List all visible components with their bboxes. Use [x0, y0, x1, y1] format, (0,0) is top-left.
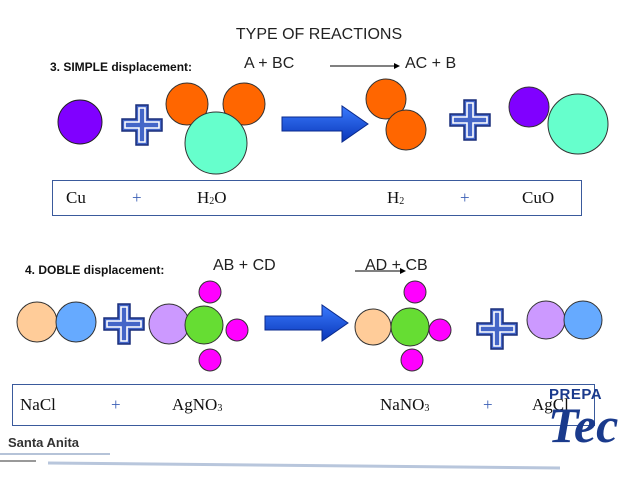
double-eq-product-1: NaNO3 — [380, 395, 430, 414]
atom-magenta — [225, 318, 249, 342]
atom-magenta — [428, 318, 452, 342]
logo-prepa-text: PREPA — [549, 386, 603, 403]
atom-lightblue — [55, 301, 97, 343]
simple-eq-reactant-1: Cu — [66, 188, 86, 207]
atom-magenta — [198, 348, 222, 372]
simple-eq-product-2: CuO — [522, 188, 555, 207]
atom-peach — [354, 308, 392, 346]
atom-b-orange — [222, 82, 266, 126]
double-formula-strike — [355, 268, 406, 274]
logo-tec-text: Tec — [548, 397, 619, 453]
plus-icon — [476, 308, 518, 350]
simple-formula-left: A + BC — [244, 55, 295, 72]
double-eq-reactant-1: NaCl — [20, 395, 56, 414]
double-formula-right: AD + CB — [365, 257, 428, 274]
double-eq-plus-2: + — [483, 395, 493, 414]
atom-magenta — [198, 280, 222, 304]
plus-icon — [103, 303, 145, 345]
reaction-arrow-icon — [264, 304, 349, 342]
atom-b-orange — [165, 82, 209, 126]
simple-displacement-label: 3. SIMPLE displacement: — [50, 60, 193, 74]
atom-magenta — [400, 348, 424, 372]
atom-magenta — [403, 280, 427, 304]
plus-icon — [449, 99, 491, 141]
double-eq-plus-1: + — [111, 395, 121, 414]
simple-eq-reactant-2: H2O — [197, 188, 227, 207]
simple-eq-product-1: H2 — [387, 188, 405, 207]
campus-name: Santa Anita — [8, 435, 80, 450]
simple-formula-right: AC + B — [405, 55, 457, 72]
atom-lightblue — [563, 300, 603, 340]
atom-peach — [16, 301, 58, 343]
atom-a-purple — [508, 86, 550, 128]
atom-a-purple — [57, 99, 103, 145]
double-equation-box — [12, 384, 595, 426]
atom-green — [184, 305, 224, 345]
footer-swoosh — [47, 461, 561, 470]
atom-b-orange — [365, 78, 407, 120]
atom-green — [390, 307, 430, 347]
double-eq-product-2: AgCl — [532, 395, 569, 414]
double-eq-reactant-2: AgNO3 — [172, 395, 223, 414]
simple-eq-plus-2: + — [460, 188, 470, 207]
atom-b-orange — [385, 109, 427, 151]
reaction-arrow-icon — [281, 105, 369, 143]
plus-icon — [121, 104, 163, 146]
atom-lavender — [526, 300, 566, 340]
page-title: TYPE OF REACTIONS — [235, 26, 403, 43]
double-displacement-label: 4. DOBLE displacement: — [25, 263, 165, 277]
atom-c-teal — [547, 93, 609, 155]
simple-eq-plus-1: + — [132, 188, 142, 207]
simple-equation-box — [52, 180, 582, 216]
simple-formula-arrow — [330, 63, 400, 69]
double-formula-left: AB + CD — [213, 257, 276, 274]
atom-lavender — [148, 303, 190, 345]
atom-c-teal — [184, 111, 248, 175]
